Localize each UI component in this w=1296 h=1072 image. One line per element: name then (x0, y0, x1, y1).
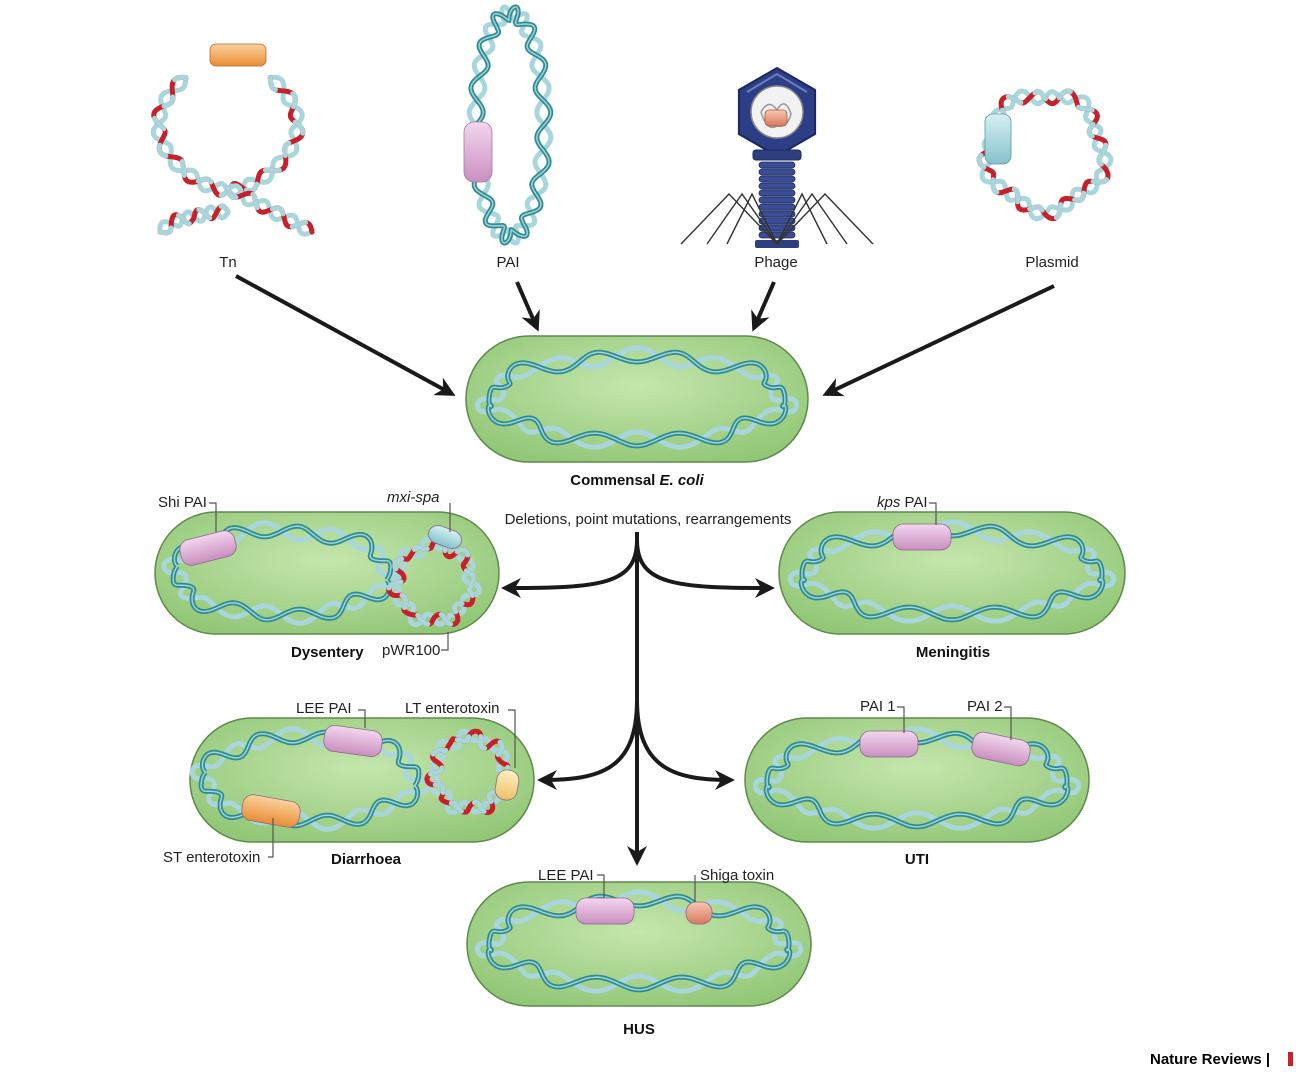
phage-tail-ring (758, 210, 796, 218)
label-kps-pai: kps PAI (877, 494, 928, 511)
label-diarrhoea: Diarrhoea (331, 851, 402, 868)
lee-pai-gene (575, 897, 635, 925)
mxi-spa-gene (428, 525, 462, 549)
label-lee-pai-diarrhoea: LEE PAI (296, 700, 352, 717)
meningitis-cell (778, 511, 1126, 635)
arrow-pai (515, 281, 540, 332)
pathogenicity-island-icon (463, 4, 554, 246)
label-uti: UTI (905, 851, 929, 868)
st-enterotoxin-gene (241, 794, 301, 828)
diarrhoea-cell (189, 717, 535, 843)
transposon-gene (209, 43, 267, 67)
dna-strand-highlight (225, 185, 315, 235)
cell-body (778, 511, 1126, 635)
plasmid-gene (984, 113, 1012, 165)
phage-tail-ring (758, 168, 796, 176)
phage-collar (752, 149, 802, 161)
transposon-icon (150, 43, 315, 237)
cell-body (465, 335, 809, 463)
phage-fiber (680, 192, 778, 245)
label-meningitis: Meningitis (916, 644, 990, 661)
pai-1-gene (859, 730, 919, 758)
label-pai-1: PAI 1 (860, 698, 896, 715)
phage-tail-ring (758, 231, 796, 239)
phage-fiber (776, 192, 874, 245)
phage-tail-ring (758, 217, 796, 225)
dna-strand-shine (487, 351, 787, 447)
dna-strand-highlight (424, 728, 511, 816)
label-pwr100: pWR100 (382, 642, 440, 659)
label-tn: Tn (219, 254, 237, 271)
leader-lines (209, 502, 1012, 902)
dna-strand-shine (172, 525, 392, 621)
label-hus: HUS (623, 1021, 655, 1038)
arrow-phage (751, 281, 776, 332)
phage-fiber (776, 192, 828, 245)
label-st-enterotoxin: ST enterotoxin (163, 849, 260, 866)
kps-pai-gene (892, 523, 952, 551)
shi-pai-gene (179, 530, 237, 566)
dna-strand-back (150, 74, 305, 198)
arrow-plasmid (822, 284, 1055, 397)
dna-strand-front (157, 203, 231, 236)
source-arrows (235, 274, 1055, 397)
phage-gene (764, 109, 788, 127)
label-dysentery: Dysentery (291, 644, 364, 661)
credit-mark (1288, 1052, 1293, 1066)
commensal-cell (465, 335, 809, 463)
label-commensal: Commensal E. coli (570, 472, 704, 489)
branch-arrows (501, 532, 775, 866)
arrow-tn (235, 274, 456, 396)
lee-pai-gene (323, 724, 383, 758)
pai-gene (463, 121, 493, 183)
phage-tail-ring (758, 203, 796, 211)
label-plasmid: Plasmid (1025, 254, 1078, 271)
phage-tail-ring (758, 189, 796, 197)
phage-tail-ring (758, 161, 796, 169)
dna-strand-highlight (151, 74, 306, 198)
label-shi-pai: Shi PAI (158, 494, 207, 511)
arrow-to-uti (635, 699, 735, 790)
lt-enterotoxin-gene (494, 769, 520, 801)
arrow-to-diarrhoea (537, 699, 639, 790)
label-mxi-spa: mxi-spa (387, 489, 440, 506)
label-lee-pai-hus: LEE PAI (538, 867, 594, 884)
label-shiga-toxin: Shiga toxin (700, 867, 774, 884)
phage-fiber (706, 192, 778, 245)
phage-facet (746, 72, 808, 93)
phage-fiber (776, 192, 848, 245)
dna-strand-front (151, 74, 306, 198)
shiga-toxin-gene (685, 901, 713, 925)
phage-tail-ring (758, 175, 796, 183)
phage-tail-ring (758, 196, 796, 204)
credit-line: Nature Reviews | (1150, 1051, 1270, 1068)
label-pai: PAI (496, 254, 519, 271)
dysentery-cell (154, 511, 500, 635)
dna-strand-shine (800, 525, 1104, 621)
phage-fiber (726, 192, 778, 245)
arrow-to-dysentery (501, 539, 639, 598)
uti-cell (744, 717, 1090, 843)
hus-cell (466, 881, 812, 1007)
dna-strand-highlight (976, 88, 1111, 222)
plasmid-icon (976, 88, 1114, 222)
label-pai-2: PAI 2 (967, 698, 1003, 715)
dna-strand-highlight (386, 536, 477, 628)
label-phage: Phage (754, 254, 797, 271)
label-lt-enterotoxin: LT enterotoxin (405, 700, 500, 717)
phage-dna (760, 103, 792, 129)
phage-tail-ring (758, 182, 796, 190)
phage-icon (680, 66, 874, 248)
label-process: Deletions, point mutations, rearrangemen… (505, 511, 792, 528)
pai-2-gene (971, 731, 1031, 767)
arrow-to-meningitis (635, 539, 775, 598)
